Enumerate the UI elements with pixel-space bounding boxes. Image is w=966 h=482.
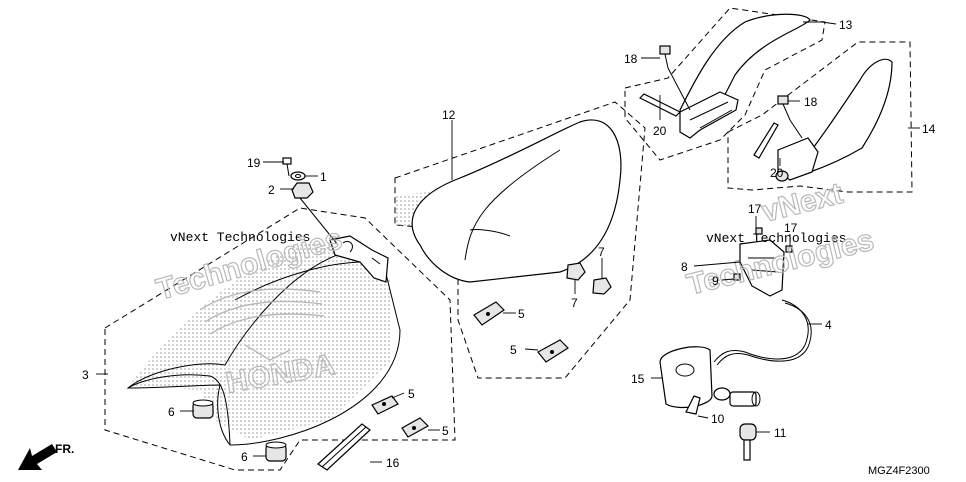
seat-strap-line (321, 426, 367, 468)
callout-5b: 5 (510, 343, 517, 357)
bolt-18-lower (777, 95, 791, 121)
rear-seat-boundary (394, 101, 646, 379)
rear-nut-b (592, 277, 612, 295)
front-seat-rubber-a (371, 395, 399, 415)
callout-5c: 5 (408, 387, 415, 401)
callout-5d: 5 (442, 424, 449, 438)
callout-14: 14 (922, 122, 936, 136)
bolt-18-upper-guide (667, 67, 691, 111)
callout-1: 1 (320, 170, 327, 184)
front-seat-seam (234, 261, 366, 301)
callout-4: 4 (825, 318, 832, 332)
bolt-18-lower-guide (789, 119, 803, 139)
front-direction-arrow: FR. (18, 442, 74, 470)
honda-wing-mark (199, 288, 325, 361)
callout-19: 19 (247, 156, 261, 170)
rear-seat-rubber-a (473, 301, 505, 326)
grab-rail-13-group (624, 7, 826, 161)
bolt-18-upper (659, 45, 671, 69)
grab-rail-14-knob (775, 170, 789, 182)
callout-17a: 17 (748, 202, 762, 216)
callouts: 19 1 2 3 6 6 5 5 16 12 5 5 7 7 18 20 13 … (82, 18, 936, 470)
callout-7b: 7 (598, 245, 605, 259)
rear-seat-seam2 (469, 229, 511, 237)
front-label: FR. (55, 442, 74, 456)
callout-20b: 20 (770, 166, 784, 180)
bolt-guide-line (299, 197, 339, 246)
rear-seat-rubber-b (537, 339, 569, 363)
front-cushion-upper (192, 399, 214, 419)
callout-17b: 17 (784, 221, 798, 235)
key-cylinder (713, 387, 761, 407)
washer-1 (290, 171, 306, 181)
callout-15: 15 (631, 372, 645, 386)
callout-7a: 7 (571, 296, 578, 310)
screw-9 (733, 273, 741, 281)
front-seat-group: HONDA (104, 157, 456, 471)
front-seat-boundary (104, 207, 456, 471)
bolt-19 (282, 157, 292, 177)
callout-8: 8 (681, 260, 688, 274)
bolt-17-b (785, 245, 793, 253)
front-seat-edge (127, 374, 231, 446)
front-seat-rubber-b (401, 417, 429, 438)
callout-6a: 6 (168, 405, 175, 419)
diagram-code: MGZ4F2300 (868, 465, 930, 477)
seat-lock-body (659, 346, 713, 408)
rear-nut-a (566, 262, 586, 281)
front-seat-hook-detail (342, 240, 381, 265)
bolt-17-a (755, 227, 763, 235)
front-cushion-lower (265, 441, 287, 462)
callout-12: 12 (442, 108, 456, 122)
callout-11: 11 (774, 426, 787, 440)
lock-spring-10 (685, 395, 701, 415)
callout-9: 9 (712, 274, 719, 288)
rear-seat-seam (464, 149, 561, 261)
callout-18b: 18 (804, 95, 818, 109)
callout-6b: 6 (241, 450, 248, 464)
grab-rail-13-boundary (624, 7, 826, 161)
seat-latch-detail (748, 257, 779, 273)
ignition-key (739, 423, 757, 461)
rear-seat-body (411, 119, 622, 283)
pin-20-lower (753, 122, 779, 159)
seat-lock-cable (713, 299, 809, 363)
seat-lock-cable-2 (716, 302, 812, 366)
callout-3: 3 (82, 368, 89, 382)
callout-13: 13 (839, 18, 853, 32)
lock-group (659, 227, 812, 461)
callout-20a: 20 (653, 124, 667, 138)
callout-5a: 5 (518, 307, 525, 321)
grab-rail-13-mount (679, 91, 739, 139)
seat-lock-hole (675, 363, 695, 377)
rear-seat-group (394, 101, 646, 379)
front-seat-hook (329, 235, 389, 283)
seat-latch (739, 239, 785, 297)
front-seat-shading (130, 240, 392, 440)
grab-rail-14 (799, 58, 893, 173)
callout-16: 16 (386, 456, 400, 470)
grab-rail-14-boundary (727, 41, 913, 193)
grab-rail-14-group (727, 41, 913, 193)
watermark-right-top-big: vNext (759, 177, 846, 229)
callout-18a: 18 (624, 52, 638, 66)
nut-2 (291, 182, 314, 199)
leader-lines (96, 21, 920, 463)
watermark-right: vNext Technologies (706, 231, 846, 246)
callout-2: 2 (268, 183, 275, 197)
watermark-left: vNext Technologies (170, 230, 310, 245)
grab-rail-13-detail (689, 101, 733, 129)
front-seat-body (126, 251, 401, 446)
callout-10: 10 (711, 412, 725, 426)
